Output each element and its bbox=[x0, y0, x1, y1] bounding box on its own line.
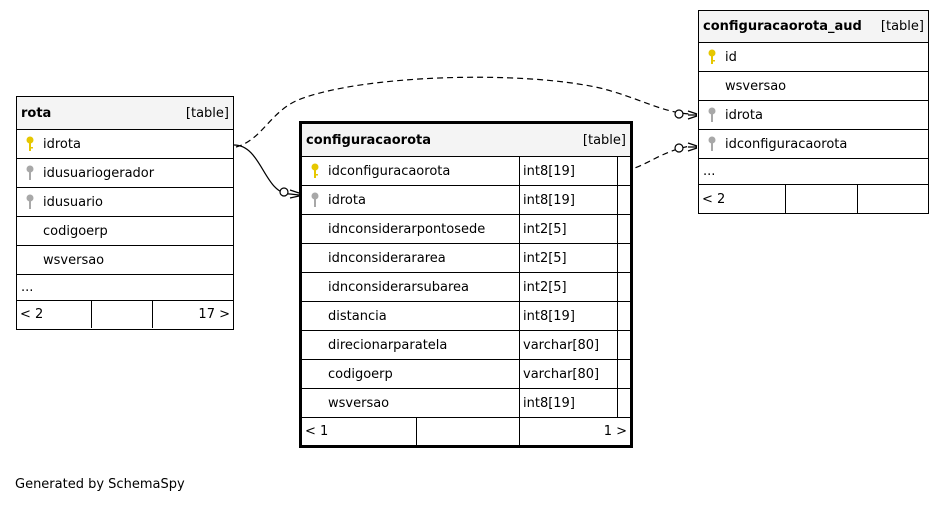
column-name: idrota bbox=[328, 192, 366, 208]
column-type: varchar[80] bbox=[519, 331, 617, 359]
primary-key-icon bbox=[21, 136, 39, 152]
column-row: idconfiguracaorota int8[19] bbox=[302, 157, 630, 186]
column-row: idusuario bbox=[17, 188, 233, 217]
column-type: int8[19] bbox=[519, 302, 617, 330]
parents-count[interactable]: < 2 bbox=[20, 307, 44, 322]
relationship-rota-aud bbox=[235, 76, 691, 148]
table-footer: < 2 bbox=[699, 185, 928, 213]
table-name: configuracaorota bbox=[306, 132, 432, 148]
column-row: distancia int8[19] bbox=[302, 302, 630, 331]
column-type: varchar[80] bbox=[519, 360, 617, 388]
column-row: direcionarparatela varchar[80] bbox=[302, 331, 630, 360]
column-name: idnconsiderararea bbox=[328, 250, 446, 266]
children-count bbox=[857, 185, 928, 213]
generator-credit: Generated by SchemaSpy bbox=[15, 477, 185, 492]
column-name: wsversao bbox=[328, 395, 390, 411]
ellipsis-row: ... bbox=[17, 275, 233, 301]
table-configuracaorota[interactable]: configuracaorota [table] idconfiguracaor… bbox=[299, 121, 633, 448]
column-type: int8[19] bbox=[519, 157, 617, 185]
table-name: rota bbox=[21, 105, 52, 121]
column-row: idnconsiderararea int2[5] bbox=[302, 244, 630, 273]
relationship-rota-configuracaorota bbox=[233, 144, 291, 195]
rows-count bbox=[416, 418, 519, 445]
ellipsis: ... bbox=[703, 164, 716, 179]
column-name: codigoerp bbox=[43, 223, 108, 239]
foreign-key-icon bbox=[306, 192, 324, 208]
column-name: codigoerp bbox=[328, 366, 393, 382]
column-row: idconfiguracaorota bbox=[699, 130, 928, 159]
foreign-key-icon bbox=[21, 194, 39, 210]
column-name: idrota bbox=[725, 107, 763, 123]
column-row: idusuariogerador bbox=[17, 159, 233, 188]
column-type: int2[5] bbox=[519, 215, 617, 243]
crowfoot-marker bbox=[687, 142, 698, 152]
zero-or-many-marker bbox=[674, 143, 684, 153]
column-name: idrota bbox=[43, 136, 81, 152]
children-count[interactable]: 1 > bbox=[519, 418, 630, 445]
column-row: idrota bbox=[17, 130, 233, 159]
zero-or-many-marker bbox=[674, 109, 684, 119]
column-name: idusuariogerador bbox=[43, 165, 155, 181]
table-kind: [table] bbox=[880, 19, 924, 34]
foreign-key-icon bbox=[21, 165, 39, 181]
column-name: idconfiguracaorota bbox=[725, 136, 848, 152]
column-row: wsversao bbox=[17, 246, 233, 275]
rows-count bbox=[785, 185, 857, 213]
foreign-key-icon bbox=[703, 136, 721, 152]
column-row: idrota bbox=[699, 101, 928, 130]
table-header: rota [table] bbox=[17, 97, 233, 130]
column-name: id bbox=[725, 49, 737, 65]
column-name: idconfiguracaorota bbox=[328, 163, 451, 179]
children-count[interactable]: 17 > bbox=[152, 301, 233, 328]
parents-count[interactable]: < 2 bbox=[702, 191, 726, 207]
column-type: int2[5] bbox=[519, 244, 617, 272]
column-row: codigoerp bbox=[17, 217, 233, 246]
column-name: wsversao bbox=[43, 252, 105, 268]
table-header: configuracaorota_aud [table] bbox=[699, 11, 928, 43]
column-type: int2[5] bbox=[519, 273, 617, 301]
column-type: int8[19] bbox=[519, 186, 617, 214]
table-footer: < 1 1 > bbox=[302, 418, 630, 445]
table-kind: [table] bbox=[582, 132, 626, 148]
crowfoot-marker bbox=[289, 189, 300, 199]
rows-count bbox=[91, 301, 152, 328]
column-name: idnconsiderarpontosede bbox=[328, 221, 486, 237]
column-row: id bbox=[699, 43, 928, 72]
column-row: codigoerp varchar[80] bbox=[302, 360, 630, 389]
foreign-key-icon bbox=[703, 107, 721, 123]
ellipsis-row: ... bbox=[699, 159, 928, 185]
column-name: idusuario bbox=[43, 194, 103, 210]
column-row: idnconsiderarpontosede int2[5] bbox=[302, 215, 630, 244]
table-name: configuracaorota_aud bbox=[703, 19, 862, 34]
column-type: int8[19] bbox=[519, 389, 617, 417]
column-name: direcionarparatela bbox=[328, 337, 448, 353]
column-row: idnconsiderarsubarea int2[5] bbox=[302, 273, 630, 302]
crowfoot-marker bbox=[687, 110, 698, 120]
ellipsis: ... bbox=[21, 280, 34, 295]
primary-key-icon bbox=[703, 49, 721, 65]
parents-count[interactable]: < 1 bbox=[305, 424, 329, 439]
column-name: wsversao bbox=[725, 78, 787, 94]
table-rota[interactable]: rota [table] idrota idusuariogerador idu… bbox=[16, 96, 234, 330]
column-name: distancia bbox=[328, 308, 387, 324]
column-row: wsversao bbox=[699, 72, 928, 101]
table-footer: < 2 17 > bbox=[17, 301, 233, 328]
table-kind: [table] bbox=[185, 105, 229, 121]
primary-key-icon bbox=[306, 163, 324, 179]
table-header: configuracaorota [table] bbox=[302, 124, 630, 157]
column-name: idnconsiderarsubarea bbox=[328, 279, 469, 295]
column-row: wsversao int8[19] bbox=[302, 389, 630, 418]
table-configuracaorota-aud[interactable]: configuracaorota_aud [table] id wsversao… bbox=[698, 10, 929, 214]
zero-or-many-marker bbox=[279, 187, 289, 197]
column-row: idrota int8[19] bbox=[302, 186, 630, 215]
